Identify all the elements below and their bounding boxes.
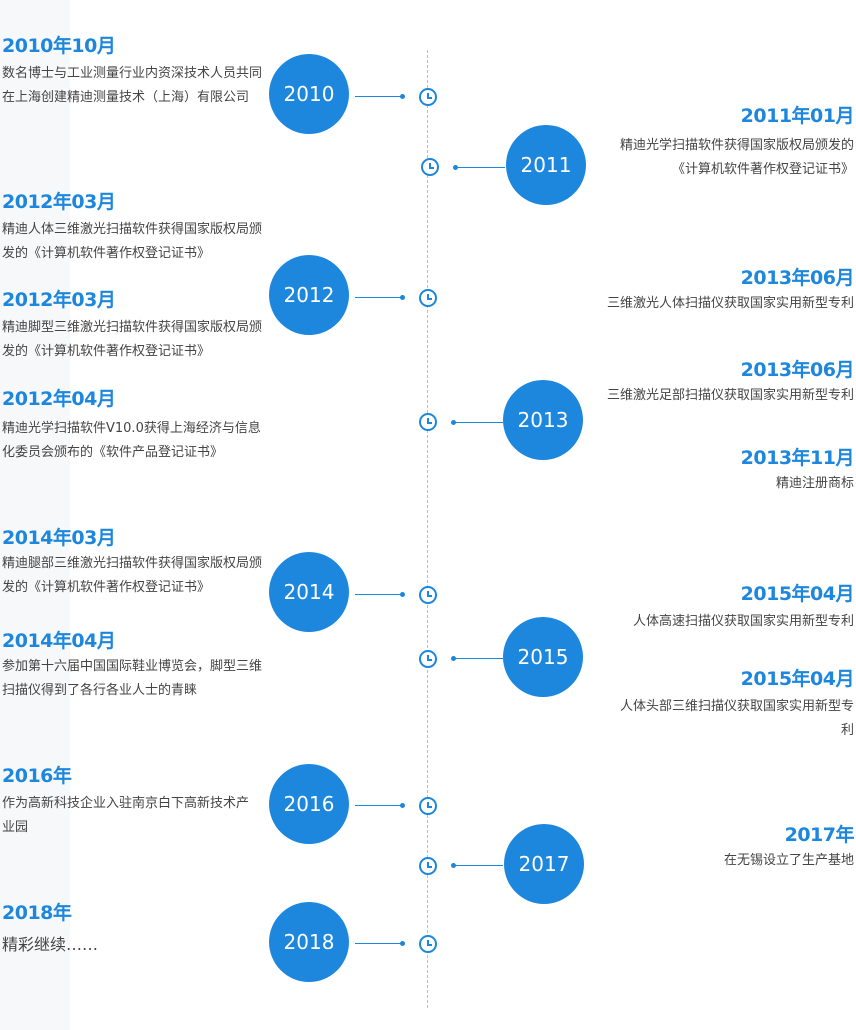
milestone-2011-01: 2011年01月 精迪光学扫描软件获得国家版权局颁发的《计算机软件著作权登记证书… — [614, 104, 855, 182]
milestone-date: 2016年 — [2, 765, 72, 787]
milestone-2013-06-a: 2013年06月 三维激光人体扫描仪获取国家实用新型专利 — [604, 266, 855, 316]
milestone-date: 2013年06月 — [740, 267, 855, 289]
milestone-2015-04-b: 2015年04月 人体头部三维扫描仪获取国家实用新型专利 — [618, 667, 855, 743]
milestone-date: 2012年04月 — [2, 388, 116, 410]
milestone-description: 精迪光学扫描软件获得国家版权局颁发的《计算机软件著作权登记证书》 — [619, 138, 854, 177]
clock-icon — [419, 413, 437, 431]
clock-icon — [419, 88, 437, 106]
milestone-2017: 2017年 在无锡设立了生产基地 — [654, 823, 855, 873]
milestone-description: 精迪脚型三维激光扫描软件获得国家版权局颁发的《计算机软件著作权登记证书》 — [2, 320, 263, 359]
milestone-date: 2015年04月 — [740, 668, 855, 690]
milestone-description: 作为高新科技企业入驻南京白下高新技术产业园 — [2, 796, 250, 835]
clock-icon — [419, 586, 437, 604]
milestone-date: 2010年10月 — [2, 35, 116, 57]
year-circle-2016: 2016 — [269, 764, 349, 844]
milestone-2010-10: 2010年10月 数名博士与工业测量行业内资深技术人员共同在上海创建精迪测量技术… — [2, 34, 262, 110]
milestone-date: 2014年03月 — [2, 527, 116, 549]
year-circle-2017: 2017 — [504, 824, 584, 904]
milestone-description: 精迪光学扫描软件V10.0获得上海经济与信息化委员会颁布的《软件产品登记证书》 — [2, 421, 261, 460]
connector-2012 — [355, 295, 405, 300]
milestone-description: 精彩继续…… — [2, 935, 99, 954]
year-circle-2010: 2010 — [269, 54, 349, 134]
connector-2015 — [451, 656, 503, 661]
milestone-2012-03-a: 2012年03月 精迪人体三维激光扫描软件获得国家版权局颁发的《计算机软件著作权… — [2, 190, 262, 266]
milestone-date: 2013年11月 — [740, 447, 855, 469]
milestone-description: 数名博士与工业测量行业内资深技术人员共同在上海创建精迪测量技术（上海）有限公司 — [2, 66, 263, 105]
milestone-description: 在无锡设立了生产基地 — [723, 853, 854, 868]
clock-icon — [419, 797, 437, 815]
clock-icon — [419, 650, 437, 668]
year-circle-2011: 2011 — [506, 125, 586, 205]
milestone-2012-04: 2012年04月 精迪光学扫描软件V10.0获得上海经济与信息化委员会颁布的《软… — [2, 387, 262, 465]
milestone-description: 精迪注册商标 — [775, 476, 854, 491]
timeline-axis — [427, 50, 428, 1008]
milestone-2016: 2016年 作为高新科技企业入驻南京白下高新技术产业园 — [2, 764, 252, 840]
milestone-2013-11: 2013年11月 精迪注册商标 — [604, 446, 855, 496]
connector-2014 — [355, 592, 405, 597]
milestone-description: 精迪腿部三维激光扫描软件获得国家版权局颁发的《计算机软件著作权登记证书》 — [2, 556, 263, 595]
milestone-2014-03: 2014年03月 精迪腿部三维激光扫描软件获得国家版权局颁发的《计算机软件著作权… — [2, 526, 262, 600]
milestone-2012-03-b: 2012年03月 精迪脚型三维激光扫描软件获得国家版权局颁发的《计算机软件著作权… — [2, 288, 262, 364]
milestone-description: 三维激光足部扫描仪获取国家实用新型专利 — [606, 388, 854, 403]
clock-icon — [421, 158, 439, 176]
milestone-2013-06-b: 2013年06月 三维激光足部扫描仪获取国家实用新型专利 — [604, 358, 855, 408]
milestone-date: 2012年03月 — [2, 289, 116, 311]
milestone-description: 三维激光人体扫描仪获取国家实用新型专利 — [606, 296, 854, 311]
milestone-2014-04: 2014年04月 参加第十六届中国国际鞋业博览会，脚型三维扫描仪得到了各行各业人… — [2, 629, 262, 703]
milestone-description: 精迪人体三维激光扫描软件获得国家版权局颁发的《计算机软件著作权登记证书》 — [2, 222, 263, 261]
milestone-2015-04-a: 2015年04月 人体高速扫描仪获取国家实用新型专利 — [594, 582, 855, 634]
clock-icon — [419, 935, 437, 953]
year-circle-2012: 2012 — [269, 255, 349, 335]
milestone-date: 2014年04月 — [2, 630, 116, 652]
connector-2013 — [451, 420, 503, 425]
left-background-stripe — [0, 0, 70, 1030]
year-circle-2014: 2014 — [269, 552, 349, 632]
year-circle-2013: 2013 — [503, 380, 583, 460]
milestone-description: 人体高速扫描仪获取国家实用新型专利 — [632, 614, 854, 629]
milestone-2018: 2018年 精彩继续…… — [2, 901, 262, 957]
milestone-date: 2015年04月 — [740, 583, 855, 605]
connector-2010 — [355, 94, 405, 99]
milestone-date: 2013年06月 — [740, 359, 855, 381]
milestone-description: 人体头部三维扫描仪获取国家实用新型专利 — [619, 699, 854, 738]
year-circle-2018: 2018 — [269, 902, 349, 982]
connector-2018 — [355, 941, 405, 946]
connector-2017 — [451, 863, 503, 868]
clock-icon — [419, 289, 437, 307]
milestone-description: 参加第十六届中国国际鞋业博览会，脚型三维扫描仪得到了各行各业人士的青睐 — [2, 659, 263, 698]
clock-icon — [419, 857, 437, 875]
connector-2016 — [355, 803, 405, 808]
year-circle-2015: 2015 — [503, 617, 583, 697]
milestone-date: 2018年 — [2, 902, 72, 924]
connector-2011 — [453, 165, 505, 170]
milestone-date: 2012年03月 — [2, 191, 116, 213]
milestone-date: 2011年01月 — [740, 105, 855, 127]
milestone-date: 2017年 — [784, 824, 855, 846]
